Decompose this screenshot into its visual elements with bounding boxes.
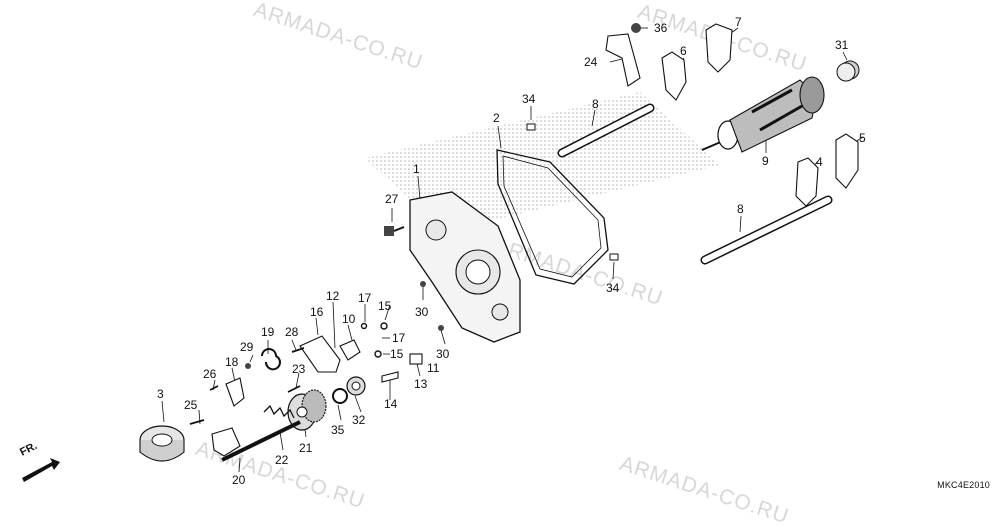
side-cover-boss — [491, 303, 509, 321]
leader-lines — [161, 27, 864, 473]
shift-fork — [661, 23, 859, 207]
callout-label: 30 — [415, 305, 429, 319]
callout-label: 25 — [184, 398, 198, 412]
callout-label: 26 — [203, 367, 217, 381]
spring — [261, 348, 281, 371]
callout-label: 19 — [261, 325, 275, 339]
gasket-inner — [502, 155, 602, 278]
callout-label: 31 — [835, 38, 849, 52]
spring — [263, 404, 295, 419]
fork-shaft — [557, 103, 655, 158]
callout-label: 11 — [427, 361, 440, 375]
callout-label: 6 — [680, 44, 687, 58]
callout-label: 13 — [414, 377, 428, 391]
washer — [332, 376, 366, 404]
shift-spindle — [211, 420, 301, 462]
callout-label: 28 — [285, 325, 299, 339]
callout-label: 35 — [331, 423, 345, 437]
dowel-pin — [609, 253, 619, 261]
callout-label: 34 — [606, 281, 620, 295]
callout-label: 18 — [225, 355, 239, 369]
diagram-drawing: 1 2 3 4 5 6 7 8 8 9 10 11 12 13 14 15 15… — [22, 15, 866, 487]
gear — [287, 389, 327, 431]
callout-label: 16 — [310, 305, 324, 319]
callout-label: 34 — [522, 92, 536, 106]
callout-label: 5 — [859, 131, 866, 145]
shift-cover — [139, 425, 185, 462]
callout-label: 2 — [493, 111, 500, 125]
bearing — [836, 60, 860, 82]
front-direction-arrow — [22, 458, 60, 482]
callout-label: 15 — [390, 347, 404, 361]
shift-drum — [701, 76, 825, 153]
bolt — [631, 23, 641, 33]
diagram-code: MKC4E2010 — [937, 480, 990, 490]
callout-label: 3 — [157, 387, 164, 401]
oil-jet — [438, 325, 444, 331]
callout-label: 32 — [352, 413, 366, 427]
bolt — [189, 347, 305, 425]
stopper-arm — [225, 377, 245, 407]
fork-shaft — [700, 195, 833, 265]
callout-label: 29 — [240, 340, 254, 354]
callout-labels: 1 2 3 4 5 6 7 8 8 9 10 11 12 13 14 15 15… — [157, 15, 866, 487]
callout-label: 8 — [737, 202, 744, 216]
callout-label: 15 — [378, 299, 392, 313]
o-ring — [360, 322, 388, 358]
callout-label: 8 — [592, 97, 599, 111]
callout-label: 1 — [413, 162, 420, 176]
bracket — [605, 33, 641, 87]
callout-label: 10 — [342, 312, 356, 326]
oil-seal-plate — [299, 335, 423, 383]
callout-label: 17 — [392, 331, 406, 345]
side-cover-boss — [425, 219, 447, 241]
callout-label: 14 — [384, 397, 398, 411]
callout-label: 23 — [292, 362, 306, 376]
parts-diagram: ARMADA-CO.RU ARMADA-CO.RU ARMADA-CO.RU A… — [18, 0, 990, 528]
callout-label: 9 — [762, 154, 769, 168]
side-cover-hole — [465, 259, 491, 285]
callout-label: 7 — [735, 15, 742, 29]
callout-label: 20 — [232, 473, 246, 487]
bolt — [245, 363, 251, 369]
dowel-pin — [526, 123, 536, 131]
bolt — [384, 226, 405, 236]
callout-label: 30 — [436, 347, 450, 361]
callout-label: 21 — [299, 441, 313, 455]
oil-jet — [420, 281, 426, 287]
callout-label: 12 — [326, 289, 340, 303]
callout-label: 36 — [654, 21, 668, 35]
callout-label: 17 — [358, 291, 372, 305]
callout-label: 27 — [385, 192, 399, 206]
callout-label: 24 — [584, 55, 598, 69]
callout-label: 22 — [275, 453, 289, 467]
gasket — [496, 149, 609, 285]
callout-label: 4 — [816, 155, 823, 169]
